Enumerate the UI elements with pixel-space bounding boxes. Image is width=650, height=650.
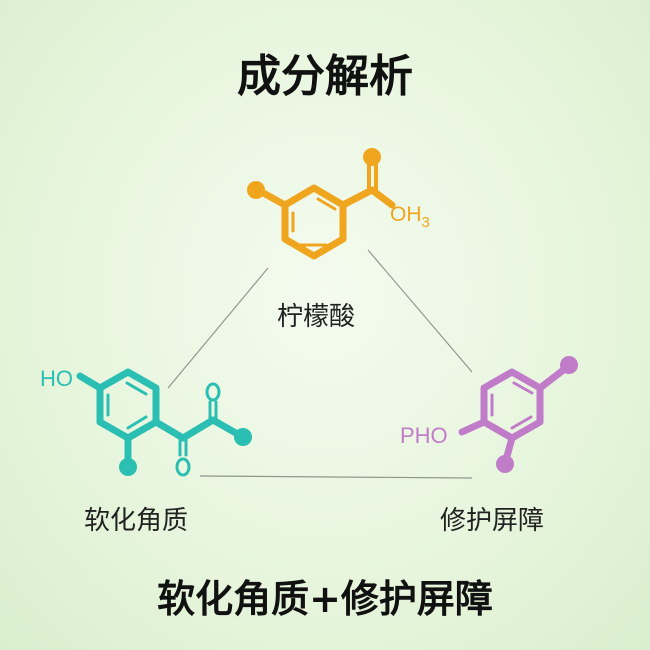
connector-line [167,267,269,389]
purple-formula-label: PHO [400,423,448,448]
atom-ball [247,181,265,199]
connector-lines [167,249,473,479]
tagline: 软化角质+修护屏障 [157,577,493,621]
connector-line [199,475,473,479]
atom-ball [496,455,514,473]
ingredient-label-keratin: 软化角质 [84,506,189,536]
atom-ball [234,428,252,446]
barrier-repair-molecule [458,356,578,473]
page-title: 成分解析 [237,51,413,102]
citric-formula-label: OH3 [390,203,430,231]
atom-ball [560,356,578,374]
keratin-softener-molecule [76,368,252,477]
atom-ball [119,458,137,476]
ingredient-label-citric-acid: 柠檬酸 [277,302,356,332]
atom-ball [363,148,381,166]
ingredient-label-barrier: 修护屏障 [440,506,545,536]
connector-line [367,249,473,373]
citric-acid-molecule [247,148,396,260]
teal-formula-label: HO [40,366,73,391]
